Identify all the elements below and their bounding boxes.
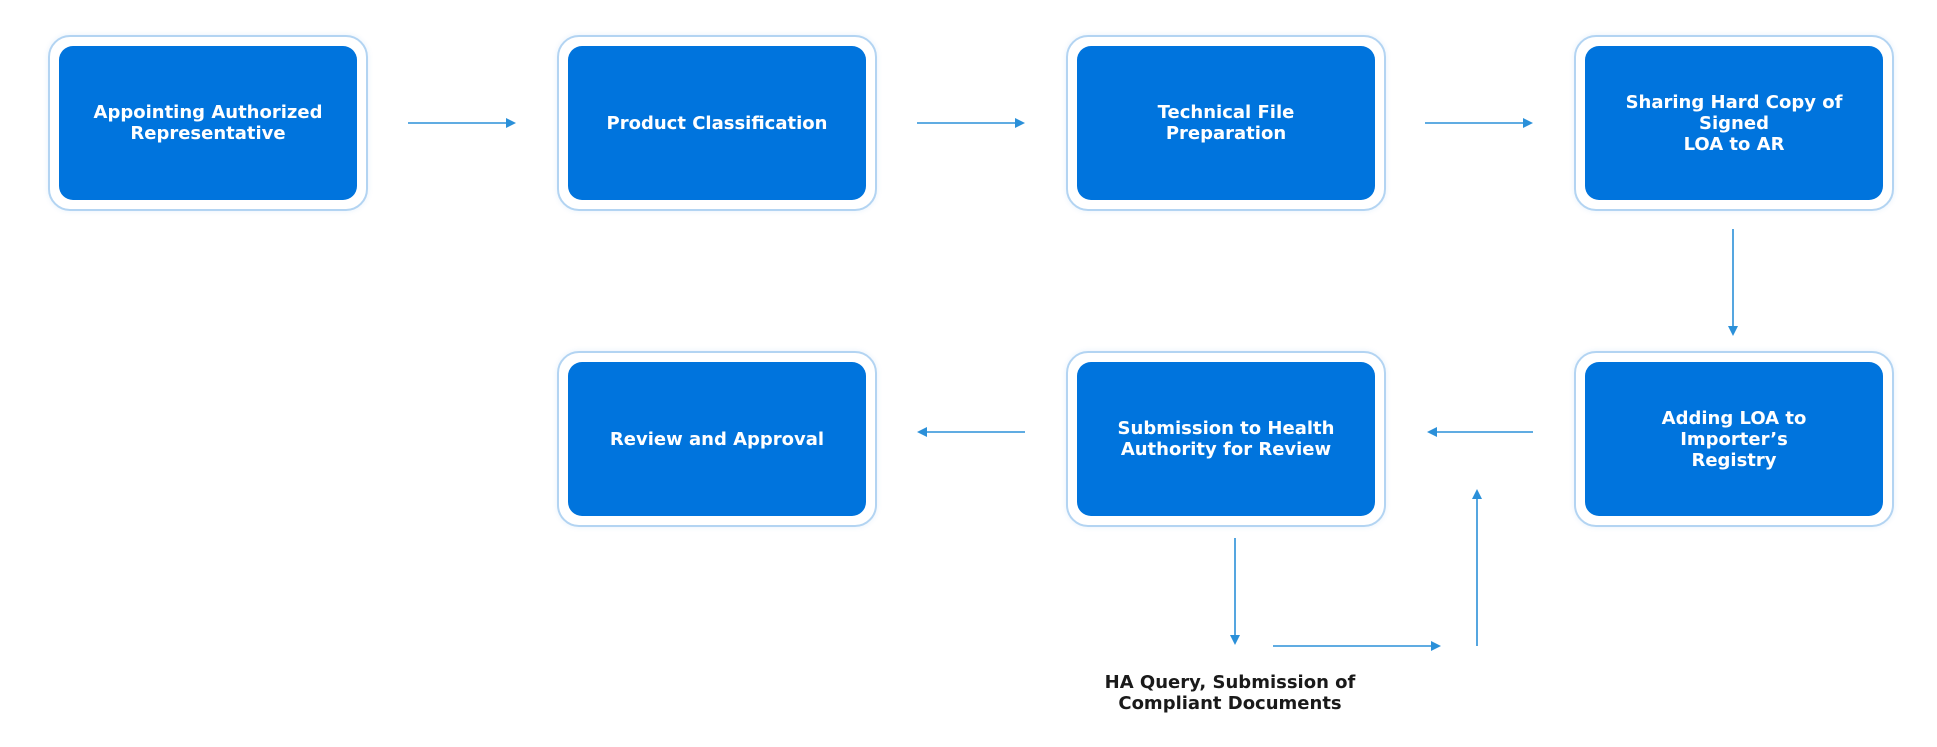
step-label: Sharing Hard Copy of Signed LOA to AR bbox=[1625, 91, 1843, 155]
step-technical-file-preparation: Technical File Preparation bbox=[1066, 35, 1386, 211]
step-review-and-approval: Review and Approval bbox=[557, 351, 877, 527]
step-sharing-signed-loa: Sharing Hard Copy of Signed LOA to AR bbox=[1574, 35, 1894, 211]
step-box: Appointing Authorized Representative bbox=[59, 46, 357, 200]
step-label: Product Classification bbox=[606, 112, 828, 134]
step-box: Adding LOA to Importer’s Registry bbox=[1585, 362, 1883, 516]
step-box: Technical File Preparation bbox=[1077, 46, 1375, 200]
step-adding-loa-to-registry: Adding LOA to Importer’s Registry bbox=[1574, 351, 1894, 527]
ha-query-note: HA Query, Submission of Compliant Docume… bbox=[1104, 672, 1356, 714]
step-box: Sharing Hard Copy of Signed LOA to AR bbox=[1585, 46, 1883, 200]
step-box: Review and Approval bbox=[568, 362, 866, 516]
step-label: Adding LOA to Importer’s Registry bbox=[1661, 407, 1807, 471]
step-box: Submission to Health Authority for Revie… bbox=[1077, 362, 1375, 516]
step-box: Product Classification bbox=[568, 46, 866, 200]
step-label: Review and Approval bbox=[609, 428, 825, 450]
step-label: Technical File Preparation bbox=[1157, 102, 1295, 144]
step-product-classification: Product Classification bbox=[557, 35, 877, 211]
step-appointing-authorized-representative: Appointing Authorized Representative bbox=[48, 35, 368, 211]
step-submission-to-health-authority: Submission to Health Authority for Revie… bbox=[1066, 351, 1386, 527]
step-label: Appointing Authorized Representative bbox=[93, 102, 323, 144]
step-label: Submission to Health Authority for Revie… bbox=[1117, 418, 1335, 460]
